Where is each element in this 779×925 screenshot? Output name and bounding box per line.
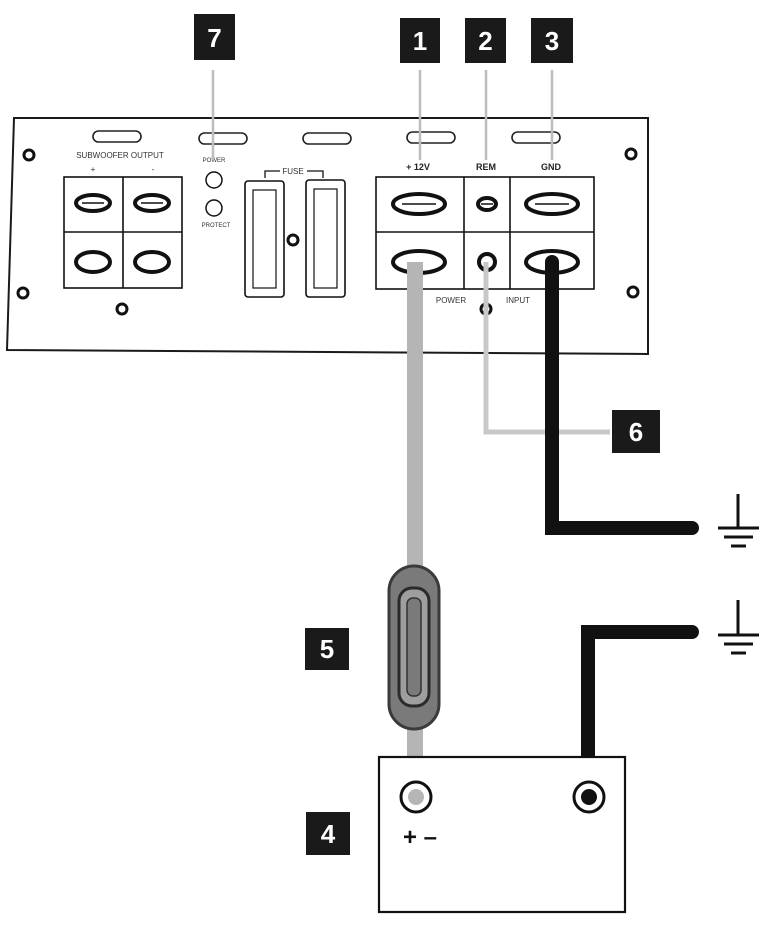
screw-icon	[626, 285, 640, 299]
vent-slot	[92, 130, 142, 143]
badge-2: 2	[465, 18, 506, 63]
ground-symbol-icon	[718, 494, 759, 548]
terminal-socket-icon	[133, 250, 171, 274]
badge-7: 7	[194, 14, 235, 60]
power-led-label: POWER	[203, 158, 226, 164]
plus12v-label: + 12V	[406, 162, 430, 172]
subwoofer-plus-label: +	[91, 165, 96, 174]
battery-polarity-label: + –	[403, 824, 437, 851]
badge-3: 3	[531, 18, 573, 63]
power-input-right-label: INPUT	[506, 296, 530, 305]
badge-7-text: 7	[207, 23, 221, 53]
amplifier: SUBWOOFER OUTPUT + - POWER PROTECT	[5, 117, 649, 356]
battery-ground-cable	[581, 625, 699, 804]
screw-icon	[286, 233, 300, 247]
subwoofer-minus-label: -	[152, 165, 155, 174]
amp-ground-cable	[545, 255, 699, 535]
badge-2-text: 2	[478, 26, 492, 56]
badge-6: 6	[612, 410, 660, 453]
fuse-block: FUSE	[244, 167, 346, 298]
vent-slot	[198, 132, 248, 145]
vent-slot	[406, 131, 456, 144]
battery-icon: + –	[377, 755, 627, 914]
remote-wire	[483, 262, 610, 435]
fuse-icon	[387, 564, 441, 731]
vent-slot	[302, 132, 352, 145]
screw-icon	[624, 147, 638, 161]
power-led-icon	[205, 171, 223, 189]
power-input-left-label: POWER	[436, 296, 466, 305]
screw-icon	[115, 302, 129, 316]
subwoofer-output-label: SUBWOOFER OUTPUT	[76, 151, 164, 160]
subwoofer-output-block: SUBWOOFER OUTPUT + -	[63, 151, 183, 289]
badge-3-text: 3	[545, 26, 559, 56]
badge-1-text: 1	[413, 26, 427, 56]
mounting-screws	[16, 147, 640, 316]
rem-label: REM	[476, 162, 496, 172]
protect-led-label: PROTECT	[202, 223, 231, 229]
terminal-socket-icon	[74, 250, 112, 274]
badge-5: 5	[305, 628, 349, 670]
vent-slot	[511, 131, 561, 144]
indicator-leds: POWER PROTECT	[202, 158, 231, 229]
badge-4-text: 4	[321, 819, 336, 849]
badge-6-text: 6	[629, 417, 643, 447]
screw-icon	[16, 286, 30, 300]
gnd-label: GND	[541, 162, 562, 172]
badge-4: 4	[306, 812, 350, 855]
badge-1: 1	[400, 18, 440, 63]
protect-led-icon	[205, 199, 223, 217]
badge-5-text: 5	[320, 634, 334, 664]
ground-symbol-icon	[718, 600, 759, 655]
fuse-label: FUSE	[282, 167, 303, 176]
screw-icon	[22, 148, 36, 162]
leader-lines	[211, 70, 554, 160]
cables	[407, 255, 699, 804]
